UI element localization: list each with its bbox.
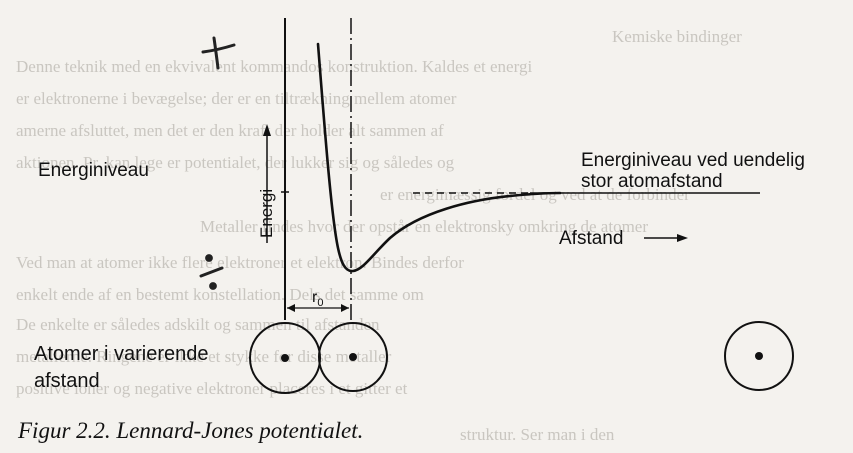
energy-level-label: Energiniveau [38,160,149,181]
handwritten-plus-sign [201,36,236,70]
bg-line-12: struktur. Ser man i den [460,425,615,444]
bg-line-4: aktionen. Pr. kan lege er potentialet, d… [16,153,455,172]
energy-axis-arrow [263,124,271,243]
figure-caption: Figur 2.2. Lennard-Jones potentialet. [18,418,364,443]
potential-curve [316,42,562,273]
background-text: Kemiske bindinger Denne teknik med en ek… [16,27,742,444]
atom-right [724,321,794,391]
bg-line-3: amerne afsluttet, men det er den kraft d… [16,121,444,140]
r0-dimension [287,304,349,312]
bg-line-10: metallerne. Ringene er ikke et stykke fo… [16,347,392,366]
atoms-label-line2: afstand [34,370,100,392]
bg-line-6: Metaller findes hvor der opstår en elekt… [200,217,648,236]
bg-line-0: Kemiske bindinger [612,27,742,46]
atom-middle [318,322,388,392]
atoms-label-line1: Atomer i varierende [34,343,209,365]
bg-line-9: De enkelte er således adskilt og sammen … [16,315,380,334]
infinite-distance-label-line2: stor atomafstand [581,171,723,192]
energy-axis-label: Energi [257,189,276,238]
handwritten-division-sign [199,254,224,290]
bg-line-2: er elektronerne i bevægelse; der er en t… [16,89,457,108]
bg-line-8: enkelt ende af en bestemt konstellation.… [16,285,424,304]
infinite-distance-label-line1: Energiniveau ved uendelig [581,150,805,171]
bg-line-1: Denne teknik med en ekvivalent kommandos… [16,57,532,76]
bg-line-7: Ved man at atomer ikke flere elektroner … [16,253,464,272]
distance-arrow [644,234,688,242]
distance-label: Afstand [559,228,623,249]
r0-label: r0 [312,289,323,309]
